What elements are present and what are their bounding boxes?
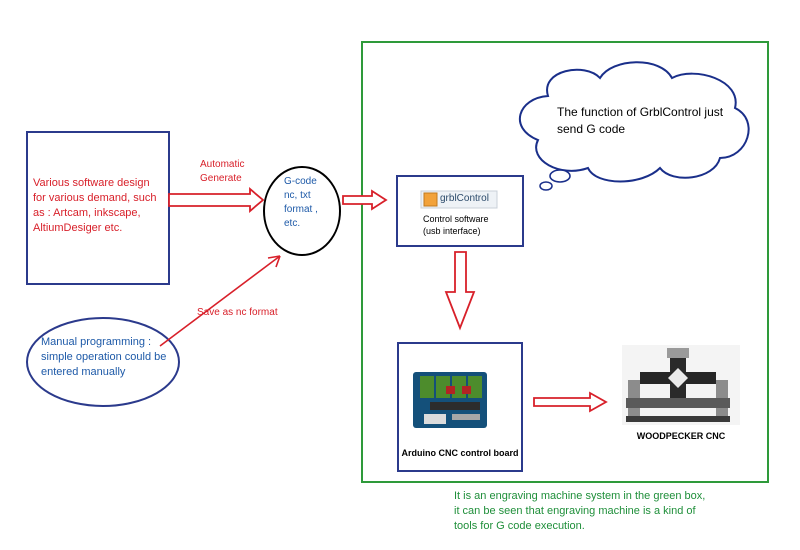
manual-box-text: Manual programming : simple operation co… (41, 336, 167, 378)
caption-line2: it can be seen that engraving machine is… (454, 505, 696, 517)
arrow-control-to-board (444, 251, 476, 331)
woodpecker-cnc-image (622, 345, 740, 425)
machine-label: WOODPECKER CNC (636, 431, 726, 441)
grbl-logo-icon (420, 190, 498, 209)
software-box-border (26, 131, 170, 285)
arrow-gcode-to-control (342, 189, 388, 211)
gcode-ellipse (263, 166, 341, 256)
control-box-border (396, 175, 524, 247)
grbl-logo-text: grblControl (440, 193, 489, 204)
caption-line1: It is an engraving machine system in the… (454, 490, 706, 502)
arrow-auto-generate (168, 187, 265, 213)
arduino-board-image (413, 372, 487, 428)
caption-text: It is an engraving machine system in the… (454, 489, 794, 534)
manual-ellipse (26, 317, 180, 407)
auto-generate-label: Automatic Generate (200, 159, 245, 184)
arrow-save-nc (159, 255, 281, 347)
board-label: Arduino CNC control board (401, 448, 519, 458)
gcode-node-text: G-code nc, txt format , etc. (284, 176, 318, 229)
thought-cloud (518, 61, 750, 191)
save-nc-label: Save as nc format (197, 307, 278, 318)
control-label-line1: Control software (423, 214, 489, 224)
green-system-frame (361, 41, 769, 483)
arrow-board-to-machine (533, 391, 608, 413)
caption-line3: tools for G code execution. (454, 520, 585, 532)
cloud-text: The function of GrblControl just send G … (557, 105, 724, 136)
control-label-line2: (usb interface) (423, 226, 481, 236)
software-box-text: Various software design for various dema… (33, 177, 157, 234)
